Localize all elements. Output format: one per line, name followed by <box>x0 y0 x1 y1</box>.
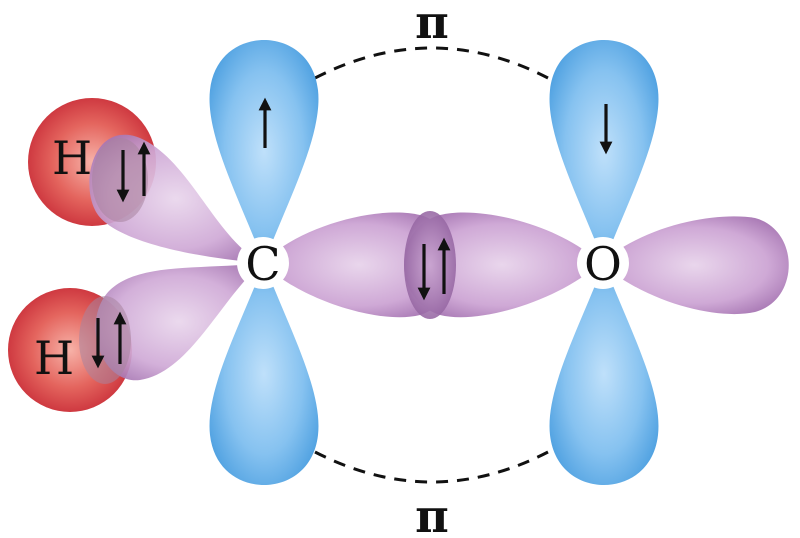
pi-bond-top-label: π <box>415 0 449 49</box>
carbon-p-orbital-bottom-lobe <box>209 263 319 485</box>
sigma-bond-overlap <box>404 211 456 319</box>
hydrogen-top-label: H <box>52 131 92 185</box>
carbon-p-orbital-top-lobe <box>209 40 319 263</box>
oxygen-sp2-lobe-left <box>404 212 600 318</box>
hydrogen-top-sigma-overlap <box>92 138 148 222</box>
carbon-sp2-lobe-lower-left <box>95 263 262 381</box>
pi-bond-top-dashed-curve <box>314 46 549 80</box>
hydrogen-bottom-sigma-overlap <box>79 296 131 384</box>
oxygen-p-orbital-bottom-lobe <box>549 263 659 485</box>
oxygen-label: O <box>584 237 622 291</box>
hydrogen-bottom-label: H <box>34 331 74 385</box>
pi-bond-bottom-label: π <box>415 489 449 538</box>
carbon-label: C <box>245 237 280 291</box>
oxygen-sp2-lobe-right <box>600 216 789 315</box>
oxygen-nucleus-circle <box>577 237 629 289</box>
oxygen-p-orbital-top-lobe <box>549 40 659 263</box>
carbon-nucleus-circle <box>237 237 289 289</box>
pi-bond-bottom-dashed-curve <box>314 450 549 484</box>
